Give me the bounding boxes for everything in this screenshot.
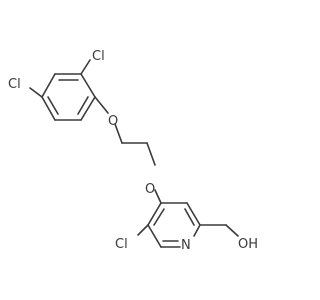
- bond-ch2-to-oh: [225, 224, 239, 237]
- atom-label-ether-o-lower: O: [145, 182, 155, 197]
- dichlorophenyl-ring: [41, 73, 96, 121]
- bond-ring-to-cl-right: [80, 59, 91, 75]
- atom-label-pyridine-n: N: [181, 238, 191, 253]
- bond-ch2-to-o: [146, 142, 156, 166]
- bond-o-to-pyridine: [154, 189, 162, 204]
- bond-ring-to-ether-o: [94, 96, 109, 114]
- bond-pyridine-to-cl: [137, 224, 149, 236]
- bond-ring-to-cl-left: [29, 87, 43, 98]
- pyridine-ring: [147, 202, 201, 248]
- atom-label-cl-right: Cl: [92, 49, 105, 64]
- atom-label-ether-o-upper: O: [108, 114, 118, 129]
- atom-label-cl-left: Cl: [8, 77, 21, 92]
- bond-o-to-ch2: [114, 123, 123, 144]
- atom-label-cl-pyridine: Cl: [115, 237, 128, 252]
- molecule-structure-diagram: Cl Cl O O Cl N OH: [8, 49, 258, 253]
- atom-label-hydroxyl: OH: [238, 237, 258, 252]
